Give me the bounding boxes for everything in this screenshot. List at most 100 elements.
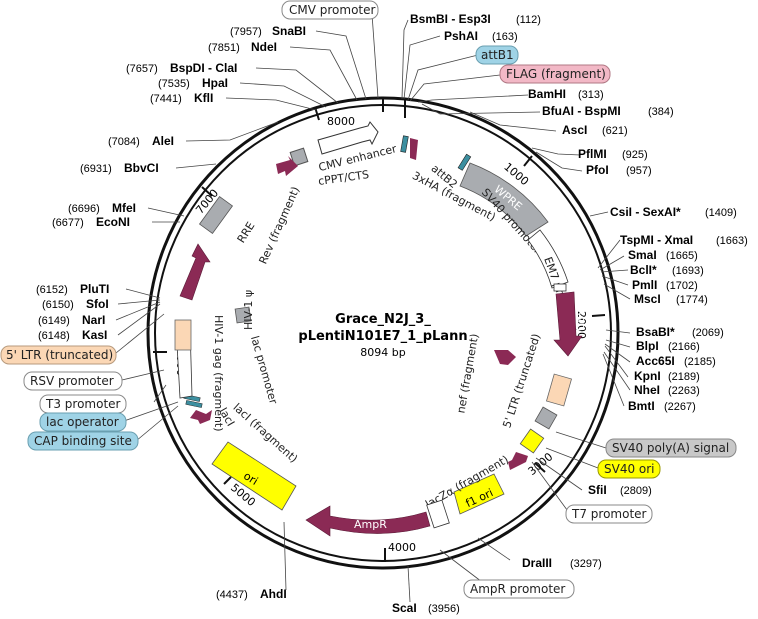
boxed-label-cap-binding-site: CAP binding site [27, 431, 139, 451]
svg-text:T7 promoter: T7 promoter [571, 507, 647, 521]
site-sfii: SfiI(2809) [588, 483, 652, 497]
boxed-label-sv40-polya: SV40 poly(A) signal [605, 438, 737, 458]
svg-text:(3297): (3297) [570, 558, 602, 570]
svg-text:T3 promoter: T3 promoter [45, 397, 121, 411]
plasmid-name-line2: pLentiN101E7_1_pLann [298, 329, 467, 344]
feature-sv40-polya [534, 406, 558, 430]
site-acc65i: Acc65I(2185) [636, 354, 716, 368]
svg-text:BbvCI: BbvCI [124, 161, 159, 175]
boxed-label-t7-promoter: T7 promoter [565, 504, 653, 524]
svg-text:BfuAI - BspMI: BfuAI - BspMI [542, 104, 621, 118]
feature-label-lac-promoter: lac promoter [248, 334, 280, 406]
svg-text:TspMI - XmaI: TspMI - XmaI [620, 233, 693, 247]
svg-text:CAP binding site: CAP binding site [34, 434, 132, 448]
svg-text:SnaBI: SnaBI [272, 24, 306, 38]
site-bspdi-clai: (7657)BspDI - ClaI [126, 61, 237, 75]
feature-label-rre: RRE [235, 220, 258, 246]
site-scai: ScaI(3956) [392, 601, 460, 615]
site-tspmi-xmai: TspMI - XmaI(1663) [620, 233, 748, 247]
site-sfoi: (6150)SfoI [42, 297, 109, 311]
svg-text:(2267): (2267) [664, 401, 696, 413]
boxed-labels: CMV promoter attB1 FLAG (fragment) 5' LT… [0, 0, 737, 599]
site-draiii: DraIII (3297) [522, 556, 602, 570]
feature-label-rev: Rev (fragment) [256, 185, 302, 266]
svg-text:PshAI: PshAI [444, 29, 478, 43]
site-bsmbi-esp3i: BsmBI - Esp3I(112) [410, 12, 541, 26]
svg-text:AscI: AscI [562, 123, 587, 137]
feature-cmv-enhancer [317, 121, 379, 155]
site-bamhi: BamHI (313) [528, 87, 604, 101]
site-pflmi: PflMI (925) [578, 147, 648, 161]
svg-text:BamHI: BamHI [528, 87, 566, 101]
svg-text:(957): (957) [626, 165, 652, 177]
boxed-label-rsv-promoter: RSV promoter [23, 371, 123, 391]
boxed-label-sv40-ori: SV40 ori [597, 459, 661, 479]
boxed-label-flag: FLAG (fragment) [499, 64, 611, 84]
feature-sv40-promoter [527, 229, 569, 289]
feature-attb2-mark [457, 153, 472, 171]
svg-text:MfeI: MfeI [112, 201, 136, 215]
svg-text:(163): (163) [492, 31, 518, 43]
svg-text:SV40 ori: SV40 ori [604, 462, 655, 476]
feature-wpre [459, 162, 549, 237]
feature-attb1-mark [400, 135, 409, 153]
boxed-label-t3-promoter: T3 promoter [39, 394, 127, 414]
site-csii-sexai: CsiI - SexAI* (1409) [610, 205, 737, 219]
svg-text:(6931): (6931) [80, 163, 112, 175]
feature-rev [179, 243, 211, 301]
site-bcli: BclI* (1693) [630, 263, 704, 277]
feature-f1-ori [453, 473, 505, 515]
feature-sv40-ori [519, 428, 545, 454]
boxed-label-attb1: attB1 [475, 45, 519, 65]
feature-small-arrow-top [276, 156, 298, 176]
svg-text:BmtI: BmtI [628, 399, 655, 413]
svg-text:(7957): (7957) [230, 26, 262, 38]
feature-small-arrow-right [508, 452, 528, 470]
svg-text:NheI: NheI [634, 383, 660, 397]
svg-text:SfiI: SfiI [588, 483, 607, 497]
svg-text:(313): (313) [578, 89, 604, 101]
boxed-label-cmv-promoter: CMV promoter [281, 0, 379, 20]
feature-laci [190, 410, 212, 424]
feature-label-5ltr-inner: 5' LTR (truncated) [500, 332, 543, 429]
feature-bsd [553, 291, 583, 357]
svg-text:(6148): (6148) [38, 330, 70, 342]
site-ahdi: (4437)AhdI [216, 587, 287, 601]
svg-text:DraIII: DraIII [522, 556, 552, 570]
svg-text:(2185): (2185) [684, 356, 716, 368]
site-blpi: BlpI(2166) [636, 339, 700, 353]
svg-text:(7535): (7535) [158, 78, 190, 90]
svg-text:SV40 poly(A) signal: SV40 poly(A) signal [612, 441, 729, 455]
svg-text:(2189): (2189) [668, 371, 700, 383]
site-bbvci: (6931) BbvCI [80, 161, 159, 175]
svg-text:AmpR promoter: AmpR promoter [470, 582, 565, 596]
svg-text:CsiI - SexAI*: CsiI - SexAI* [610, 205, 681, 219]
svg-text:ScaI: ScaI [392, 601, 417, 615]
svg-text:PflMI: PflMI [578, 147, 607, 161]
svg-text:BclI*: BclI* [630, 263, 657, 277]
svg-text:SmaI: SmaI [628, 248, 657, 262]
svg-text:HpaI: HpaI [202, 76, 228, 90]
feature-cppt-box [289, 147, 309, 167]
site-bfuai-bspmi: BfuAI - BspMI(384) [542, 104, 674, 118]
svg-text:FLAG (fragment): FLAG (fragment) [506, 67, 606, 81]
svg-text:(925): (925) [622, 149, 648, 161]
feature-label-ori: ori [241, 469, 260, 488]
feature-flag-mark [410, 138, 418, 160]
site-mfei: (6696) MfeI [68, 201, 136, 215]
svg-text:AleI: AleI [152, 134, 174, 148]
svg-text:(6696): (6696) [68, 203, 100, 215]
feature-hiv-psi [234, 306, 252, 324]
feature-label-hiv-psi: HIV-1 ψ [242, 290, 255, 330]
svg-text:KasI: KasI [82, 328, 107, 342]
site-kpni: KpnI(2189) [634, 369, 700, 383]
site-bsabi: BsaBI*(2069) [636, 325, 724, 339]
svg-text:(1409): (1409) [705, 207, 737, 219]
svg-text:(1693): (1693) [672, 265, 704, 277]
site-snabi: (7957) SnaBI [230, 24, 306, 38]
svg-text:(6149): (6149) [38, 315, 70, 327]
sites-right: BsmBI - Esp3I(112) PshAI (163) BamHI (313)… [392, 12, 748, 615]
svg-text:(7657): (7657) [126, 63, 158, 75]
svg-text:(7441): (7441) [150, 93, 182, 105]
